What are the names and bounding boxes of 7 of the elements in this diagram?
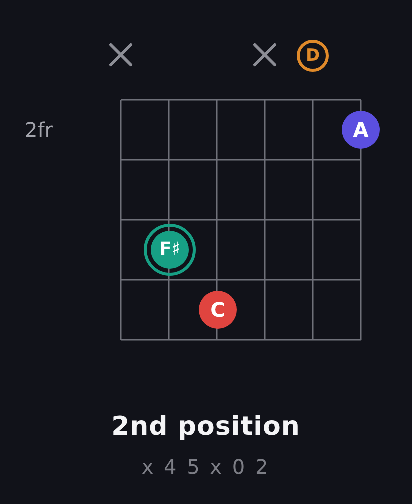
fret-number: 2fr <box>25 120 53 140</box>
finger-dot: C <box>199 291 237 329</box>
fingering-caption: x 4 5 x 0 2 <box>142 457 270 477</box>
chord-title: 2nd position <box>112 414 300 440</box>
open-string-marker: D <box>297 40 329 72</box>
finger-dot: A <box>342 111 380 149</box>
root-note-dot: F♯ <box>144 224 196 276</box>
